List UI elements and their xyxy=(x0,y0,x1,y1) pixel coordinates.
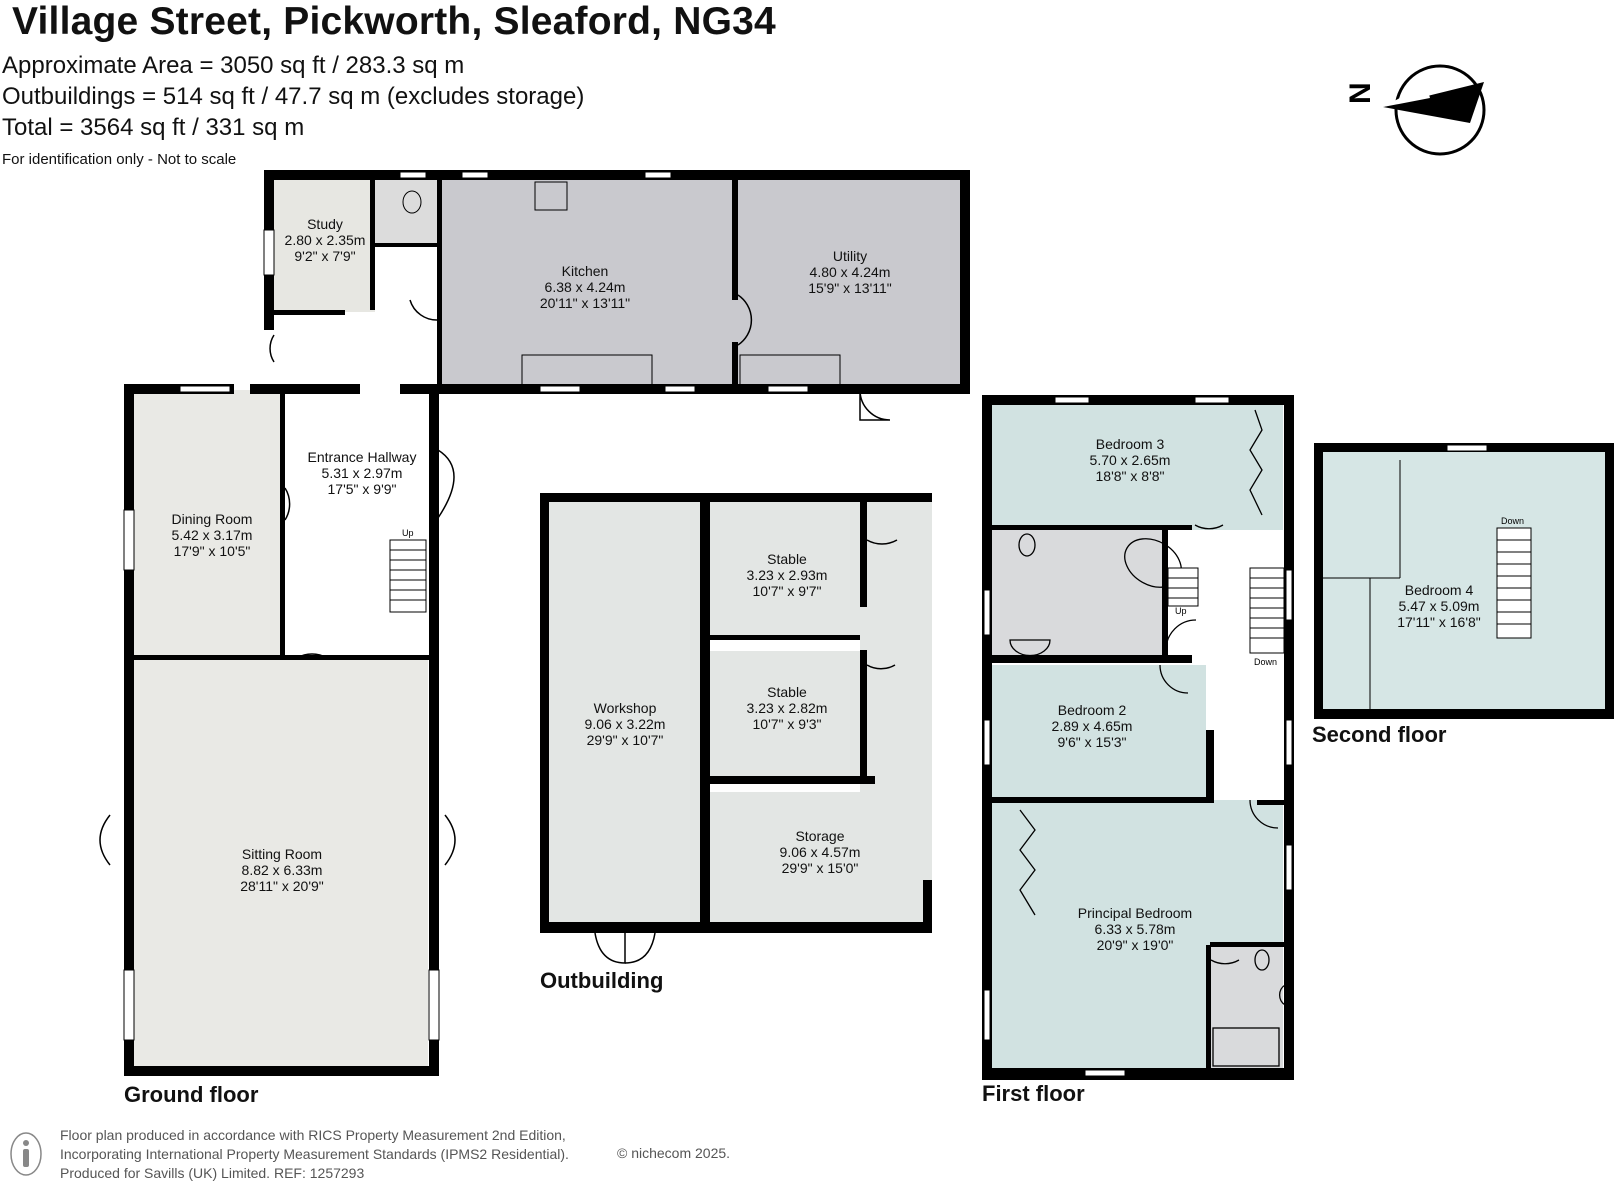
bedroom-2-imperial: 9'6" x 15'3" xyxy=(1058,734,1127,750)
second-floor-plan: Down Bedroom 4 5.47 x 5.09m 17'11" x 16'… xyxy=(1314,443,1614,719)
identification-note: For identification only - Not to scale xyxy=(2,151,237,168)
storage-metric: 9.06 x 4.57m xyxy=(780,844,861,860)
bedroom-3-imperial: 18'8" x 8'8" xyxy=(1096,468,1165,484)
kitchen-metric: 6.38 x 4.24m xyxy=(545,279,626,295)
outbuilding-label: Outbuilding xyxy=(540,968,664,993)
study-imperial: 9'2" x 7'9" xyxy=(294,248,355,264)
principal-bedroom-metric: 6.33 x 5.78m xyxy=(1095,921,1176,937)
bedroom-2-metric: 2.89 x 4.65m xyxy=(1052,718,1133,734)
study-name: Study xyxy=(307,216,343,232)
kitchen-imperial: 20'11" x 13'11" xyxy=(540,295,630,311)
hallway-name: Entrance Hallway xyxy=(308,449,417,465)
sitting-metric: 8.82 x 6.33m xyxy=(242,862,323,878)
ground-floor-plan: Up Study 2.80 x 2.35m 9'2" x 7'9" Kitche… xyxy=(99,170,970,1076)
principal-bedroom-imperial: 20'9" x 19'0" xyxy=(1097,937,1174,953)
dining-metric: 5.42 x 3.17m xyxy=(172,527,253,543)
hallway-metric: 5.31 x 2.97m xyxy=(322,465,403,481)
approximate-area: Approximate Area = 3050 sq ft / 283.3 sq… xyxy=(2,52,465,79)
principal-bedroom-name: Principal Bedroom xyxy=(1078,905,1192,921)
storage-imperial: 29'9" x 15'0" xyxy=(782,860,859,876)
footer-line-1: Floor plan produced in accordance with R… xyxy=(60,1127,566,1143)
compass: N xyxy=(1344,64,1486,156)
sitting-imperial: 28'11" x 20'9" xyxy=(240,878,324,894)
copyright: © nichecom 2025. xyxy=(617,1145,731,1161)
page-title: Village Street, Pickworth, Sleaford, NG3… xyxy=(12,0,776,43)
ground-stairs-up: Up xyxy=(402,528,414,538)
footer-line-2: Incorporating International Property Mea… xyxy=(60,1146,569,1162)
bedroom-4-imperial: 17'11" x 16'8" xyxy=(1397,614,1481,630)
first-floor-plan: Up Down Bedroom 3 5.70 x 2.65m 18'8" x 8… xyxy=(982,395,1294,1080)
bedroom-3-name: Bedroom 3 xyxy=(1096,436,1165,452)
info-person-icon xyxy=(10,1132,42,1176)
outbuilding-plan: Workshop 9.06 x 3.22m 29'9" x 10'7" Stab… xyxy=(540,493,932,964)
stable-2-metric: 3.23 x 2.82m xyxy=(747,700,828,716)
hallway-imperial: 17'5" x 9'9" xyxy=(328,481,397,497)
utility-imperial: 15'9" x 13'11" xyxy=(808,280,892,296)
total-area: Total = 3564 sq ft / 331 sq m xyxy=(2,114,305,141)
first-stairs-down: Down xyxy=(1254,657,1277,667)
first-floor-label: First floor xyxy=(982,1081,1085,1106)
storage-name: Storage xyxy=(795,828,844,844)
utility-metric: 4.80 x 4.24m xyxy=(810,264,891,280)
stable-1-imperial: 10'7" x 9'7" xyxy=(753,583,822,599)
bedroom-2-name: Bedroom 2 xyxy=(1058,702,1127,718)
stable-1-name: Stable xyxy=(767,551,807,567)
workshop-metric: 9.06 x 3.22m xyxy=(585,716,666,732)
workshop-imperial: 29'9" x 10'7" xyxy=(587,732,664,748)
footer-text: Floor plan produced in accordance with R… xyxy=(60,1126,569,1183)
study-metric: 2.80 x 2.35m xyxy=(285,232,366,248)
bedroom-4-metric: 5.47 x 5.09m xyxy=(1399,598,1480,614)
workshop-name: Workshop xyxy=(594,700,657,716)
first-stairs-up: Up xyxy=(1175,606,1187,616)
second-floor-label: Second floor xyxy=(1312,722,1447,747)
bedroom-4-name: Bedroom 4 xyxy=(1405,582,1474,598)
compass-label: N xyxy=(1344,82,1377,104)
footer-line-3: Produced for Savills (UK) Limited. REF: … xyxy=(60,1165,365,1181)
ground-floor-label: Ground floor xyxy=(124,1082,259,1107)
stable-1-metric: 3.23 x 2.93m xyxy=(747,567,828,583)
bedroom-3-metric: 5.70 x 2.65m xyxy=(1090,452,1171,468)
stable-2-imperial: 10'7" x 9'3" xyxy=(753,716,822,732)
sitting-name: Sitting Room xyxy=(242,846,322,862)
utility-name: Utility xyxy=(833,248,867,264)
dining-imperial: 17'9" x 10'5" xyxy=(174,543,251,559)
dining-name: Dining Room xyxy=(172,511,253,527)
outbuildings-area: Outbuildings = 514 sq ft / 47.7 sq m (ex… xyxy=(2,83,585,110)
kitchen-name: Kitchen xyxy=(562,263,609,279)
second-stairs-down: Down xyxy=(1501,516,1524,526)
stable-2-name: Stable xyxy=(767,684,807,700)
